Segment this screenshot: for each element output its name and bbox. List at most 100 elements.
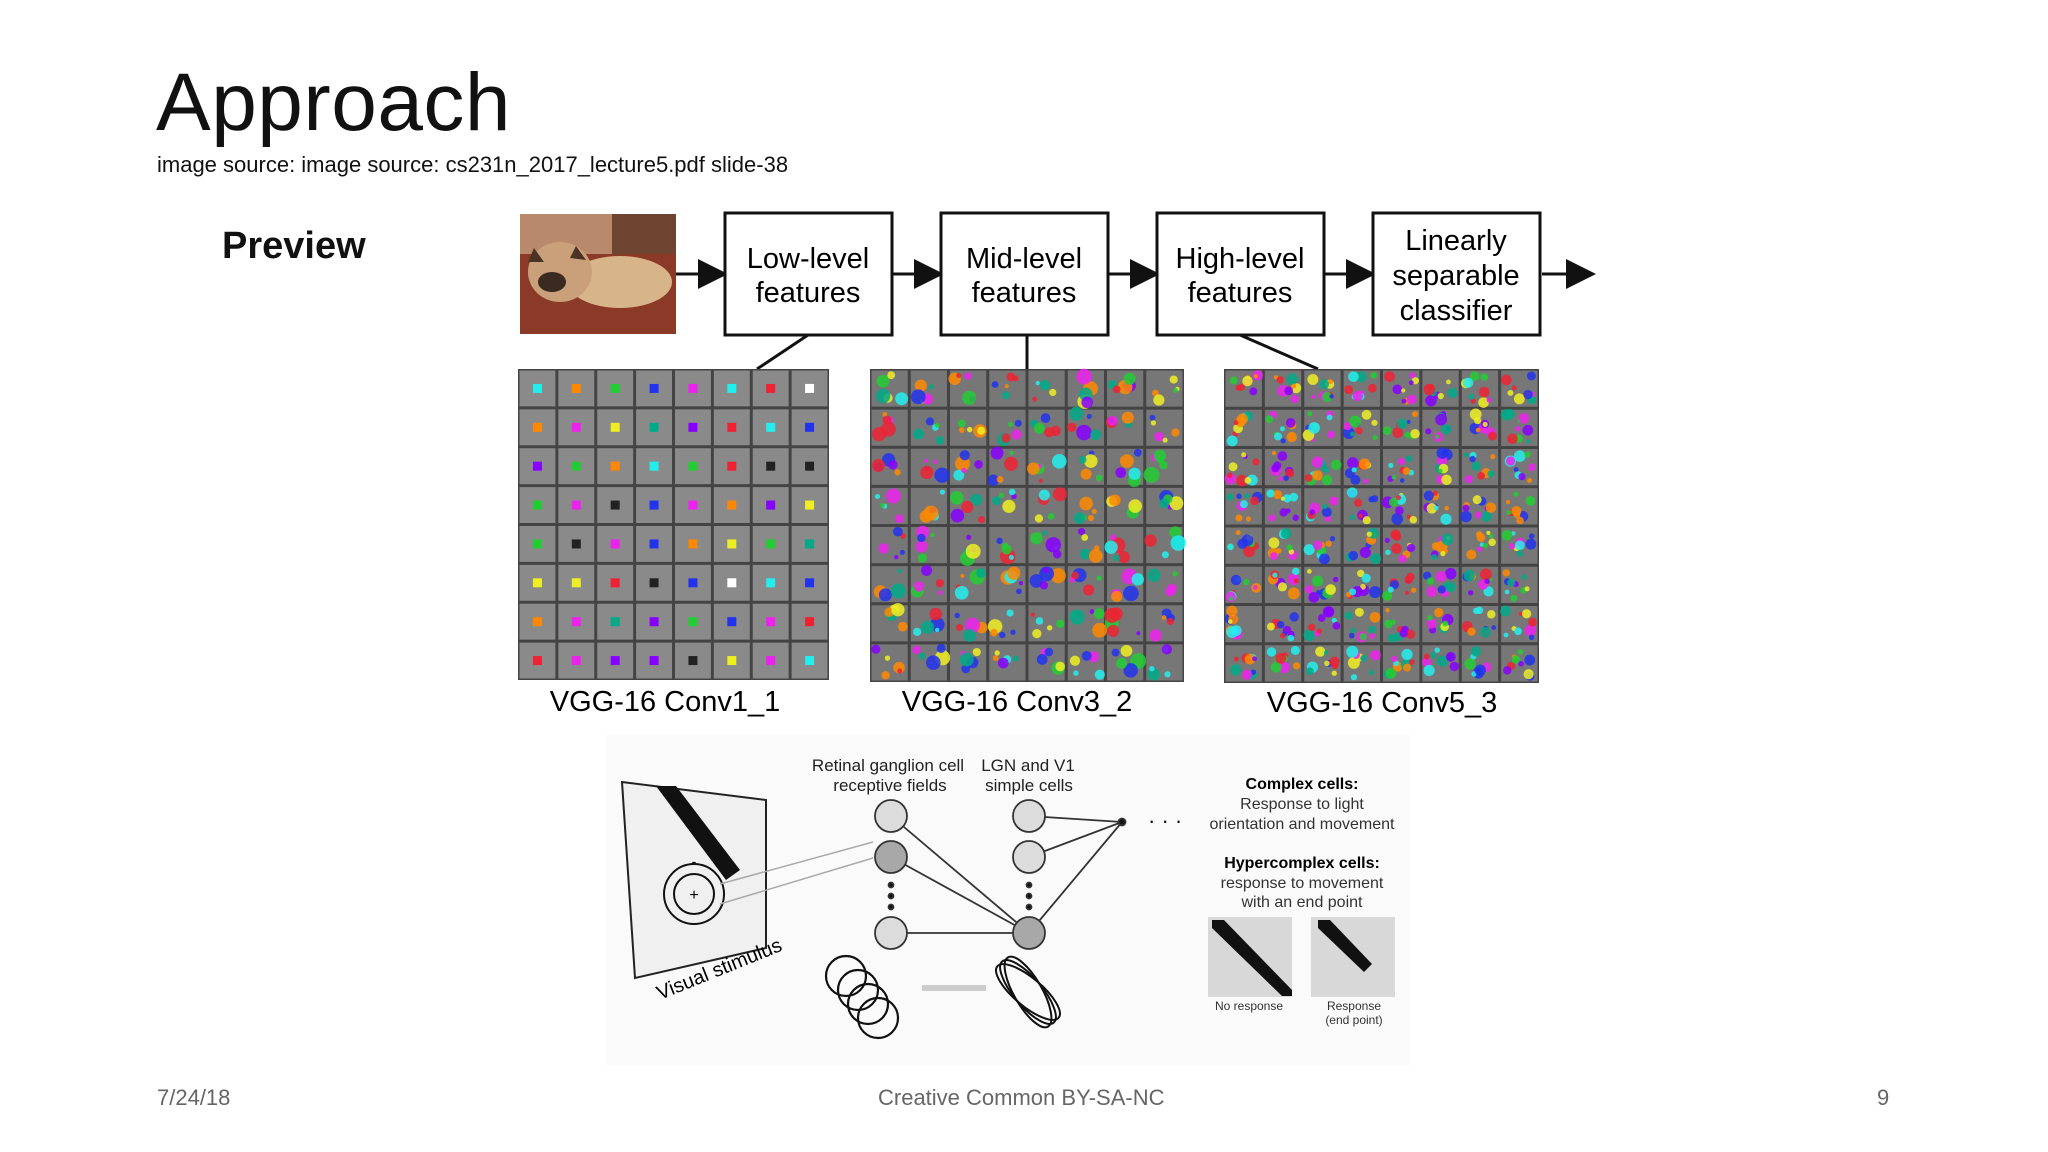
filter-blob <box>1076 424 1092 441</box>
filter-blob <box>1278 661 1290 674</box>
filter-blob <box>1128 499 1142 513</box>
filter-blob <box>1069 609 1085 625</box>
filter-blob <box>1316 628 1323 634</box>
filter-blob <box>1030 532 1043 545</box>
filter-blob <box>1236 474 1248 487</box>
filter-blob <box>1349 415 1362 428</box>
filter-dot <box>532 500 542 510</box>
filter-blob <box>1402 467 1411 476</box>
filter-dot <box>649 539 659 549</box>
filter-blob <box>1491 625 1497 630</box>
filter-blob <box>1118 551 1130 564</box>
filter-blob <box>1479 626 1491 638</box>
filter-blob <box>1526 371 1536 381</box>
filter-blob <box>910 389 926 405</box>
filter-blob <box>871 644 881 654</box>
filter-blob <box>1476 533 1486 542</box>
filter-blob <box>1236 493 1242 500</box>
filter-blob <box>1409 372 1416 379</box>
filter-blob <box>991 381 999 388</box>
filter-blob <box>926 655 941 670</box>
filter-blob <box>1449 661 1460 672</box>
lgn-label-1: LGN and V1 <box>981 756 1075 775</box>
filter-dot <box>571 422 581 432</box>
filter-blob <box>1344 385 1354 395</box>
filter-blob <box>1123 663 1138 678</box>
filter-blob <box>1087 514 1094 522</box>
filter-blob <box>1007 421 1014 427</box>
filter-blob <box>959 652 974 667</box>
filter-blob <box>1528 463 1536 472</box>
filter-blob <box>1332 621 1341 630</box>
filter-blob <box>955 623 963 632</box>
filter-blob <box>1330 459 1342 471</box>
filter-blob <box>1327 430 1335 439</box>
filter-blob <box>1423 383 1436 396</box>
filter-dot <box>571 383 581 393</box>
filter-blob <box>1038 478 1043 483</box>
filter-blob <box>1406 394 1417 405</box>
filter-blob <box>1446 379 1451 385</box>
filter-blob <box>1166 583 1177 594</box>
filter-blob <box>1009 450 1014 456</box>
filter-blob <box>1387 586 1394 593</box>
filter-blob <box>1081 396 1093 409</box>
connector-3 <box>1239 333 1319 371</box>
filter-blob <box>1311 456 1324 468</box>
filter-blob <box>1347 656 1360 669</box>
filter-blob <box>1521 609 1532 619</box>
filter-dot <box>727 656 737 666</box>
filter-blob <box>1044 427 1055 438</box>
filter-dot <box>766 539 776 549</box>
filter-blob <box>1524 586 1530 592</box>
no-response-box <box>1208 917 1292 997</box>
filter-blob <box>1474 511 1482 519</box>
filter-blob <box>1513 393 1525 405</box>
filter-blob <box>912 645 921 655</box>
filter-blob <box>1323 650 1329 656</box>
filter-blob <box>1511 506 1522 516</box>
filter-blob <box>1460 510 1472 523</box>
filter-blob <box>966 426 973 433</box>
filter-blob <box>972 647 981 657</box>
filter-blob <box>1412 410 1419 418</box>
filter-blob <box>1401 388 1406 393</box>
filter-blob <box>1357 569 1365 578</box>
filter-blob <box>1121 411 1134 424</box>
filter-blob <box>1390 619 1396 626</box>
filter-blob <box>1346 487 1358 498</box>
filter-dot <box>571 539 581 549</box>
filter-blob <box>1149 629 1162 642</box>
filter-blob <box>1002 499 1016 513</box>
filter-blob <box>917 533 926 543</box>
filter-dot <box>532 461 542 471</box>
filter-blob <box>1039 581 1049 590</box>
filter-blob <box>1514 426 1521 432</box>
filter-blob <box>1237 538 1248 549</box>
filter-blob <box>1273 461 1282 470</box>
filter-blob <box>1286 431 1298 443</box>
filter-blob <box>1370 371 1378 379</box>
filter-blob <box>1008 488 1016 496</box>
filter-blob <box>1084 454 1098 468</box>
filter-blob <box>1514 540 1525 551</box>
filter-blob <box>1284 386 1294 396</box>
filter-blob <box>1524 451 1531 458</box>
filter-blob <box>1079 548 1091 560</box>
filter-blob <box>1143 466 1160 483</box>
filter-blob <box>1360 583 1366 590</box>
filter-blob <box>1293 578 1299 584</box>
filter-blob <box>1326 414 1333 421</box>
filter-blob <box>1483 542 1489 549</box>
filter-dot <box>649 617 659 627</box>
filter-dot <box>727 461 737 471</box>
filter-blob <box>1397 457 1406 465</box>
filter-blob <box>959 427 965 433</box>
filter-blob <box>978 515 986 524</box>
filter-blob <box>1432 490 1438 496</box>
filter-blob <box>1104 608 1120 623</box>
retinal-label-2: receptive fields <box>833 776 946 795</box>
filter-dot <box>532 422 542 432</box>
filter-blob <box>1441 424 1452 435</box>
filter-blob <box>1112 385 1121 394</box>
